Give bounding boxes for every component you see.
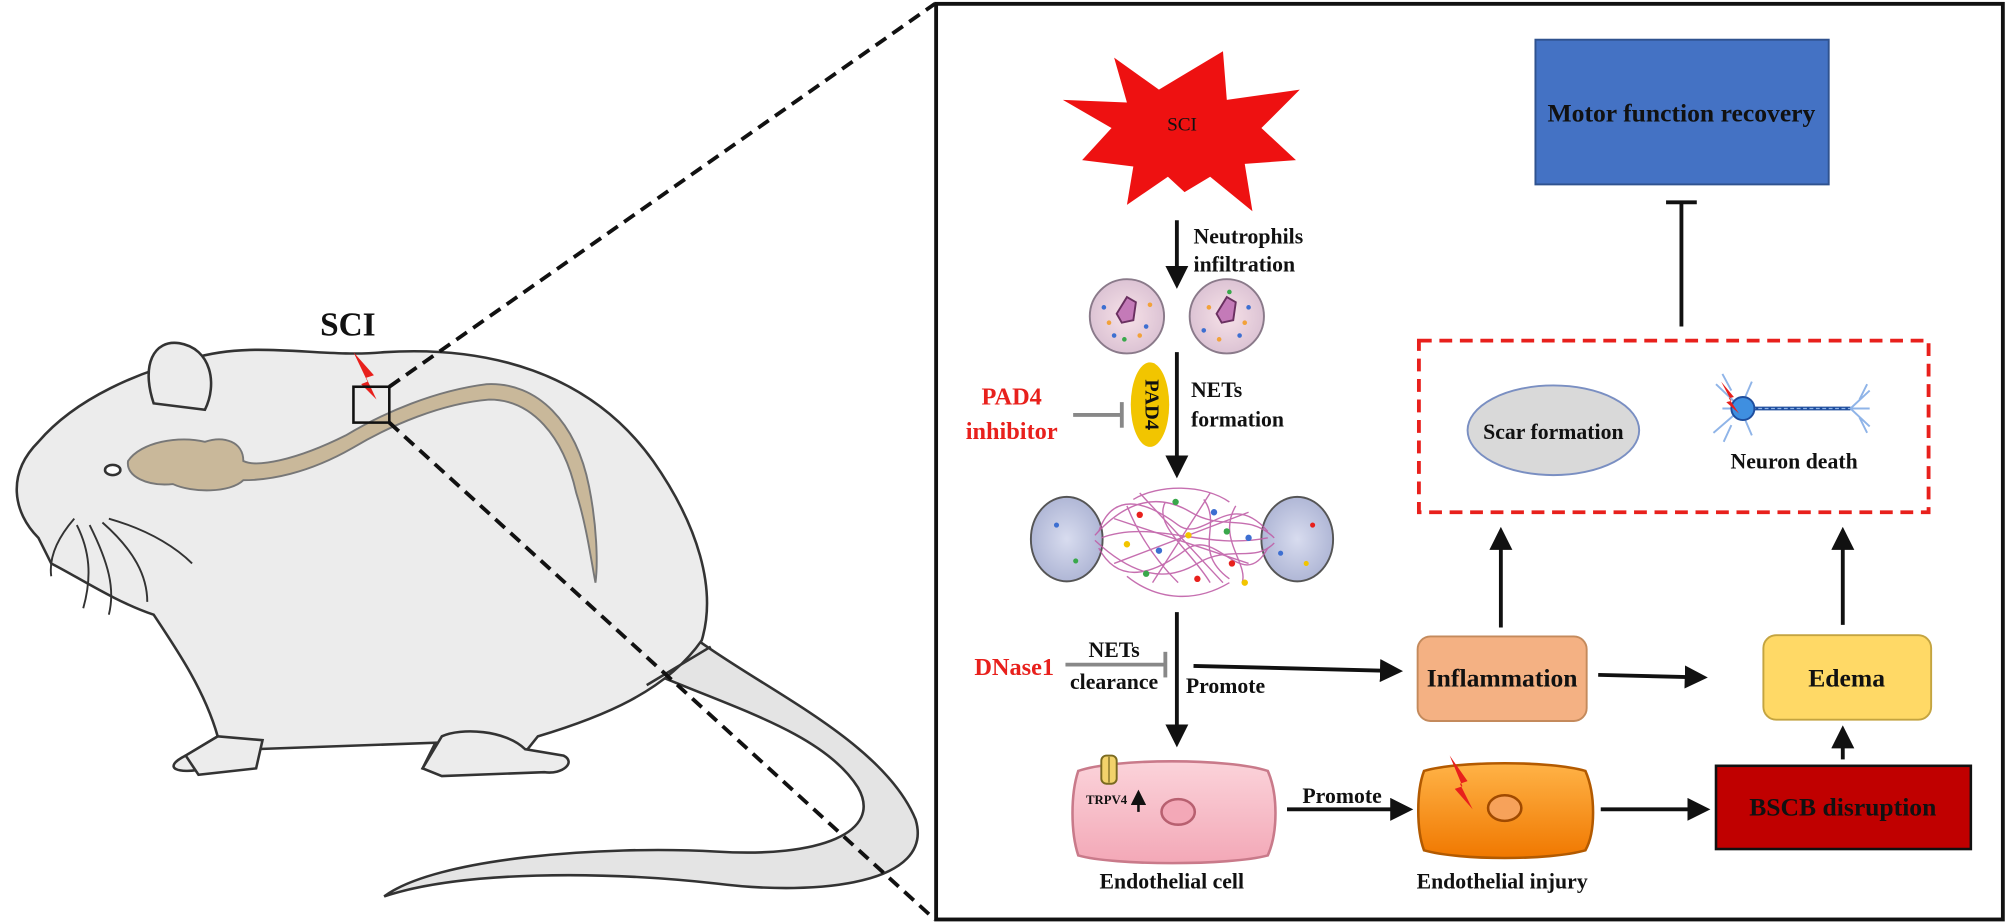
nets-clearance-label-1: NETs — [1089, 638, 1140, 662]
zoom-line-top — [388, 2, 936, 389]
pad4-inhibitor-label-2: inhibitor — [966, 418, 1058, 445]
sci-burst-label: SCI — [1167, 115, 1197, 136]
mouse-tail — [383, 638, 919, 898]
mouse-body — [15, 348, 709, 775]
scar-label: Scar formation — [1483, 420, 1623, 444]
zoom-line-bottom — [388, 421, 937, 921]
sci-mouse-label: SCI — [320, 307, 375, 344]
neutrophils-label-2: infiltration — [1194, 252, 1296, 276]
dnase1-label: DNase1 — [974, 654, 1054, 681]
mouse-ear — [147, 341, 213, 412]
endothelial-injury-label: Endothelial injury — [1417, 870, 1588, 894]
mouse-tail-base — [646, 645, 712, 687]
mouse-front-foot — [183, 735, 265, 777]
nets-illustration — [1029, 487, 1335, 598]
mouse-illustration: SCI — [15, 2, 937, 921]
edema-box — [1762, 634, 1933, 721]
pad4-enzyme — [1130, 362, 1170, 447]
bscb-label: BSCB disruption — [1749, 793, 1936, 822]
promote-label-1: Promote — [1186, 674, 1266, 698]
inflammation-label: Inflammation — [1427, 663, 1578, 692]
bscb-disruption-box — [1714, 764, 1973, 851]
mouse-spinal-cord — [127, 383, 598, 583]
trpv4-label: TRPV4 — [1086, 793, 1128, 807]
endothelial-cell-label: Endothelial cell — [1099, 870, 1244, 894]
neuron-death-label: Neuron death — [1731, 450, 1858, 474]
sci-burst — [1062, 51, 1300, 212]
injury-site-box — [352, 385, 391, 424]
injury-outcome-box — [1416, 338, 1931, 515]
neuron-icon — [1712, 373, 1871, 443]
nets-formation-label-1: NETs — [1191, 378, 1242, 402]
scar-formation-ellipse — [1466, 384, 1641, 477]
pad4-inhibitor-label-1: PAD4 — [981, 384, 1041, 411]
neutrophil-cells — [1088, 278, 1265, 355]
edema-label: Edema — [1808, 663, 1885, 692]
nets-formation-label-2: formation — [1191, 407, 1284, 431]
motor-recovery-box — [1534, 38, 1830, 186]
promote-label-2: Promote — [1302, 784, 1382, 808]
inflammation-box — [1416, 635, 1588, 722]
mouse-eye — [103, 463, 122, 477]
arrow-inflammation-to-edema — [1598, 665, 1708, 689]
arrow-nets-to-inflammation — [1193, 659, 1404, 683]
motor-recovery-label: Motor function recovery — [1547, 99, 1815, 128]
pad4-label: PAD4 — [1140, 379, 1162, 430]
endothelial-cell — [1071, 754, 1277, 865]
nets-clearance-label-2: clearance — [1070, 670, 1159, 694]
endothelial-injury — [1416, 755, 1595, 860]
neutrophils-label-1: Neutrophils — [1194, 224, 1304, 248]
mouse-whiskers — [49, 517, 193, 615]
mouse-hind-leg — [420, 730, 570, 778]
injury-lightning-icon — [1449, 755, 1473, 810]
